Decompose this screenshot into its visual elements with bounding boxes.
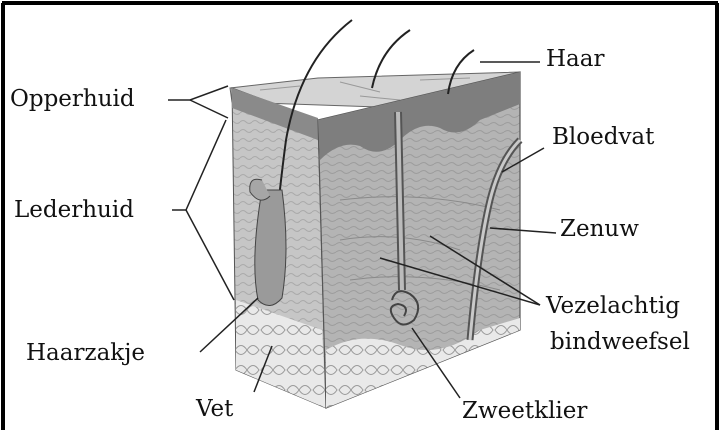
label-lederhuid: Lederhuid bbox=[14, 199, 134, 222]
label-zenuw: Zenuw bbox=[560, 218, 639, 241]
label-zweetklier: Zweetklier bbox=[462, 400, 587, 423]
label-vet: Vet bbox=[196, 398, 233, 421]
label-opperhuid: Opperhuid bbox=[10, 88, 135, 111]
label-haar: Haar bbox=[546, 48, 604, 71]
label-bindweefsel: bindweefsel bbox=[550, 331, 690, 354]
label-bloedvat: Bloedvat bbox=[552, 126, 654, 149]
label-vezelachtig: Vezelachtig bbox=[546, 295, 680, 318]
front-face bbox=[318, 72, 520, 408]
label-haarzakje: Haarzakje bbox=[26, 342, 145, 365]
